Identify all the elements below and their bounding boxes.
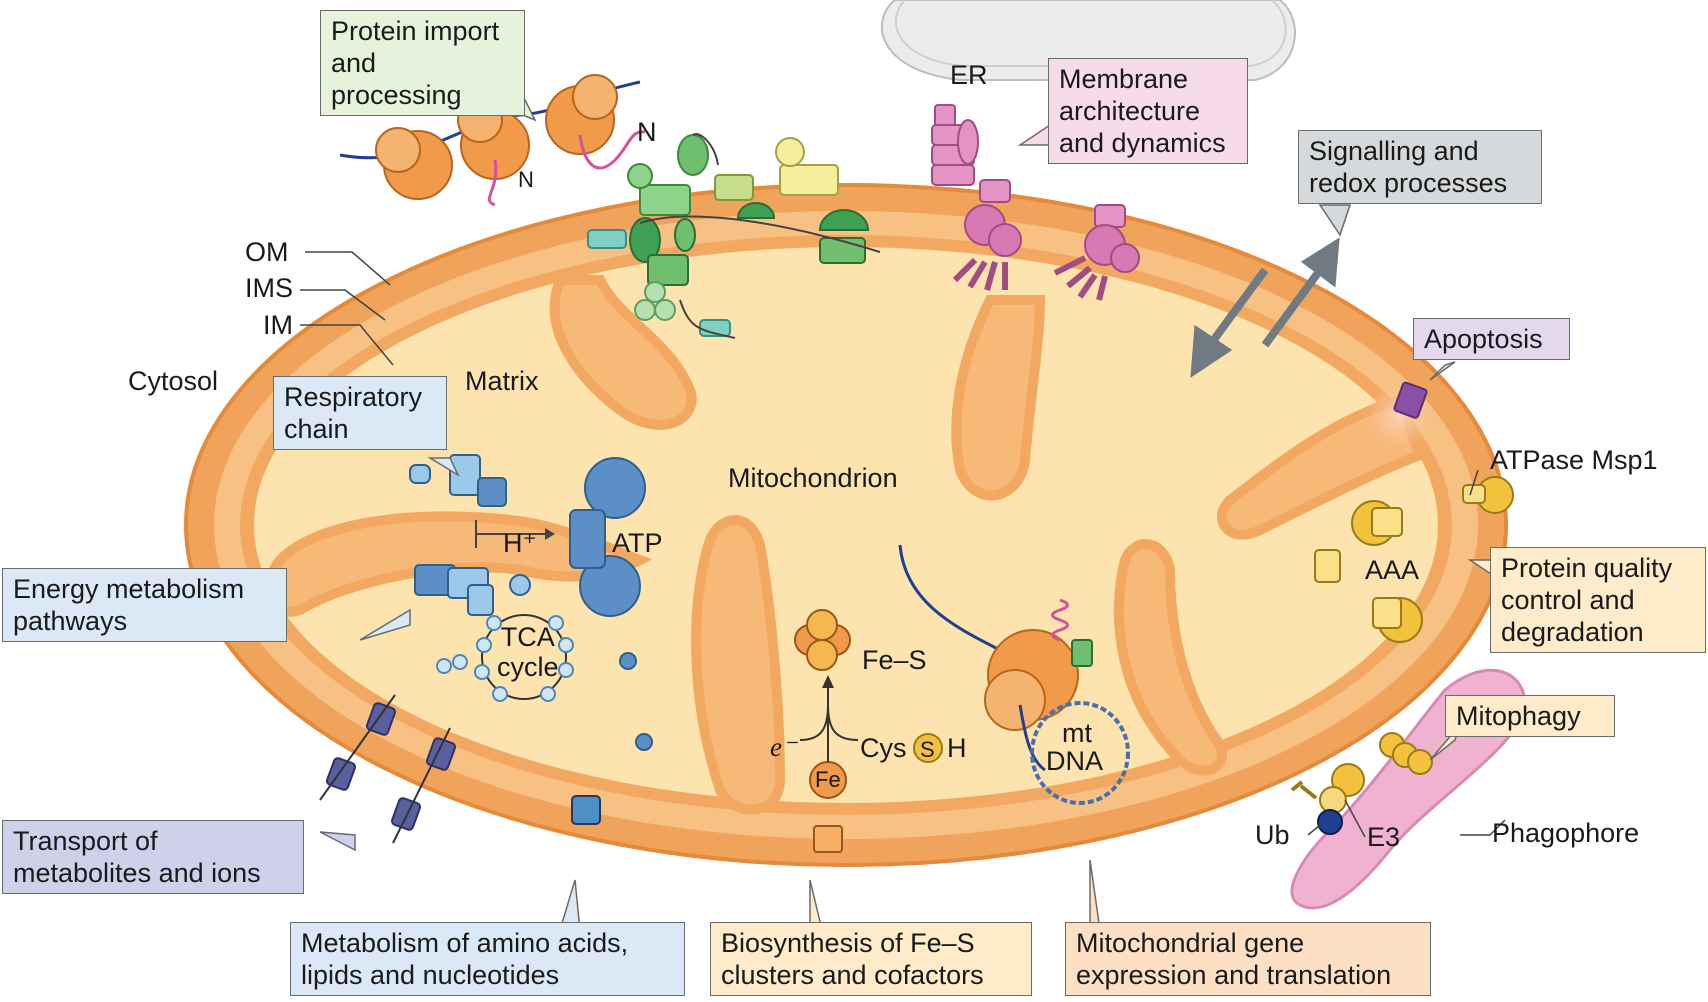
amino-acids-box: Metabolism of amino acids, lipids and nu… bbox=[290, 922, 685, 996]
n-terminus-label-1: N bbox=[518, 167, 534, 192]
aaa-proteases bbox=[1314, 476, 1514, 643]
ub-label: Ub bbox=[1255, 820, 1290, 850]
respiratory-chain-box: Respiratory chain bbox=[273, 376, 447, 450]
aaa-label: AAA bbox=[1365, 555, 1420, 585]
n-terminus-label-2: N bbox=[637, 117, 657, 147]
tca-label: TCA cycle bbox=[497, 622, 559, 682]
h-label: H bbox=[947, 733, 967, 763]
cys-label: Cys bbox=[860, 733, 907, 763]
protein-import-box: Protein import and processing bbox=[320, 10, 525, 116]
mitophagy-box: Mitophagy bbox=[1445, 695, 1615, 737]
e-minus-label: e⁻ bbox=[770, 732, 797, 762]
mitophagy-proteins bbox=[1290, 732, 1433, 835]
apoptosis-box: Apoptosis bbox=[1413, 318, 1570, 360]
membrane-architecture-proteins bbox=[931, 104, 1140, 301]
fes-biosynthesis-box: Biosynthesis of Fe–S clusters and cofact… bbox=[710, 922, 1032, 996]
mitochondrial-ribosome bbox=[898, 544, 1130, 805]
fe-s-cluster bbox=[794, 609, 943, 853]
hplus-label: H⁺ bbox=[503, 528, 537, 558]
s-label: S bbox=[920, 737, 935, 762]
tca-cycle bbox=[436, 614, 653, 751]
im-label: IM bbox=[263, 310, 293, 340]
fes-label: Fe–S bbox=[862, 645, 927, 675]
transport-box: Transport of metabolites and ions bbox=[2, 820, 304, 894]
membrane-architecture-box: Membrane architecture and dynamics bbox=[1048, 58, 1248, 164]
matrix-label: Matrix bbox=[465, 366, 539, 396]
apoptosis-pore bbox=[1365, 380, 1435, 450]
ims-label: IMS bbox=[245, 273, 294, 303]
atp-label: ATP bbox=[612, 528, 663, 558]
transport-arrows bbox=[319, 694, 451, 844]
signalling-arrows bbox=[1190, 237, 1340, 378]
signalling-box: Signalling and redox processes bbox=[1298, 130, 1542, 204]
respiratory-chain bbox=[409, 454, 646, 617]
cytosol-label: Cytosol bbox=[128, 366, 219, 396]
mitochondrion-label: Mitochondrion bbox=[728, 463, 898, 493]
cristae bbox=[264, 275, 1427, 815]
phagophore-label: Phagophore bbox=[1492, 818, 1640, 848]
gene-expression-box: Mitochondrial gene expression and transl… bbox=[1065, 922, 1431, 996]
er-label: ER bbox=[950, 60, 988, 90]
protein-quality-box: Protein quality control and degradation bbox=[1490, 547, 1706, 653]
mt-label: mt bbox=[1062, 718, 1092, 748]
e3-label: E3 bbox=[1367, 822, 1401, 852]
om-label: OM bbox=[245, 237, 289, 267]
energy-metabolism-box: Energy metabolism pathways bbox=[2, 568, 287, 642]
atpase-msp1-label: ATPase Msp1 bbox=[1490, 445, 1658, 475]
leader-lines bbox=[300, 251, 1506, 838]
fe-label: Fe bbox=[815, 767, 841, 792]
dna-label: DNA bbox=[1046, 746, 1104, 776]
